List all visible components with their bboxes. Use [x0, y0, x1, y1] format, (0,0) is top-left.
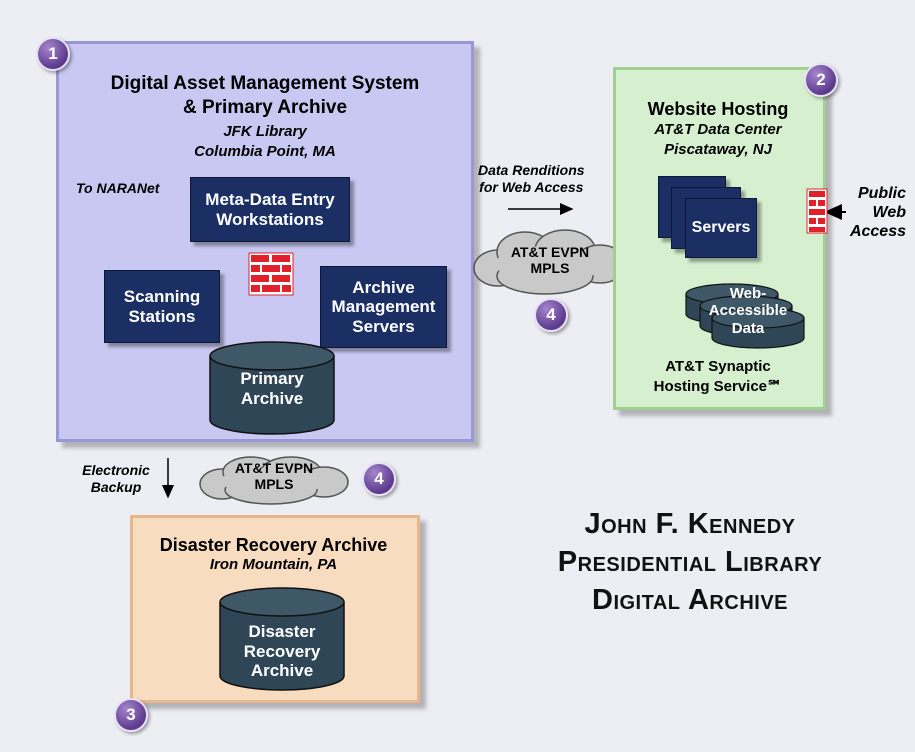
badge-4-bottom: 4: [362, 462, 396, 496]
badge-1: 1: [36, 37, 70, 71]
web-firewall-icon: [806, 188, 828, 234]
dams-title-line2: & Primary Archive: [182, 97, 348, 118]
mpls-cloud-bottom-label: AT&T EVPN MPLS: [234, 460, 314, 493]
web-title: Website Hosting: [647, 99, 789, 119]
dr-archive-label: Disaster Recovery Archive: [243, 622, 321, 681]
main-title-line1: John F. Kennedy: [584, 508, 796, 540]
archive-management-servers-node: Archive Management Servers: [320, 266, 447, 348]
web-service-line1: AT&T Synaptic: [665, 358, 771, 375]
dams-location-line2: Columbia Point, MA: [194, 143, 336, 160]
scanning-stations-node: Scanning Stations: [104, 270, 220, 343]
badge-3: 3: [114, 698, 148, 732]
dr-title: Disaster Recovery Archive: [159, 535, 388, 555]
web-service-line2: Hosting Service℠: [653, 378, 783, 395]
main-title-line2: Presidential Library: [557, 546, 823, 578]
dr-location: Iron Mountain, PA: [209, 556, 338, 573]
dr-archive-cylinder: [219, 587, 345, 691]
dams-title-line1: Digital Asset Management System: [110, 73, 420, 94]
primary-archive-cylinder: [209, 341, 335, 435]
naranet-label: To NARANet: [76, 180, 160, 196]
main-title-line3: Digital Archive: [592, 584, 788, 616]
dams-location-line1: JFK Library: [223, 123, 307, 140]
mpls-cloud-bottom: [199, 456, 349, 505]
web-location-line1: AT&T Data Center: [654, 121, 782, 138]
badge-4-top: 4: [534, 298, 568, 332]
firewall-icon: [248, 252, 294, 296]
backup-label: Electronic Backup: [82, 462, 150, 495]
metadata-workstations-node: Meta-Data Entry Workstations: [190, 177, 350, 242]
badge-2: 2: [804, 63, 838, 97]
web-data-disks: [685, 283, 805, 349]
public-access-label: Public Web Access: [849, 185, 906, 241]
web-data-label: Web- Accessible Data: [708, 285, 788, 337]
mpls-cloud-top-label: AT&T EVPN MPLS: [510, 244, 590, 277]
primary-archive-label: Primary Archive: [240, 369, 304, 408]
mpls-cloud-top: [473, 229, 627, 295]
servers-node: Servers: [685, 198, 757, 258]
renditions-label: Data Renditions for Web Access: [478, 162, 585, 195]
web-location-line2: Piscataway, NJ: [664, 141, 772, 158]
